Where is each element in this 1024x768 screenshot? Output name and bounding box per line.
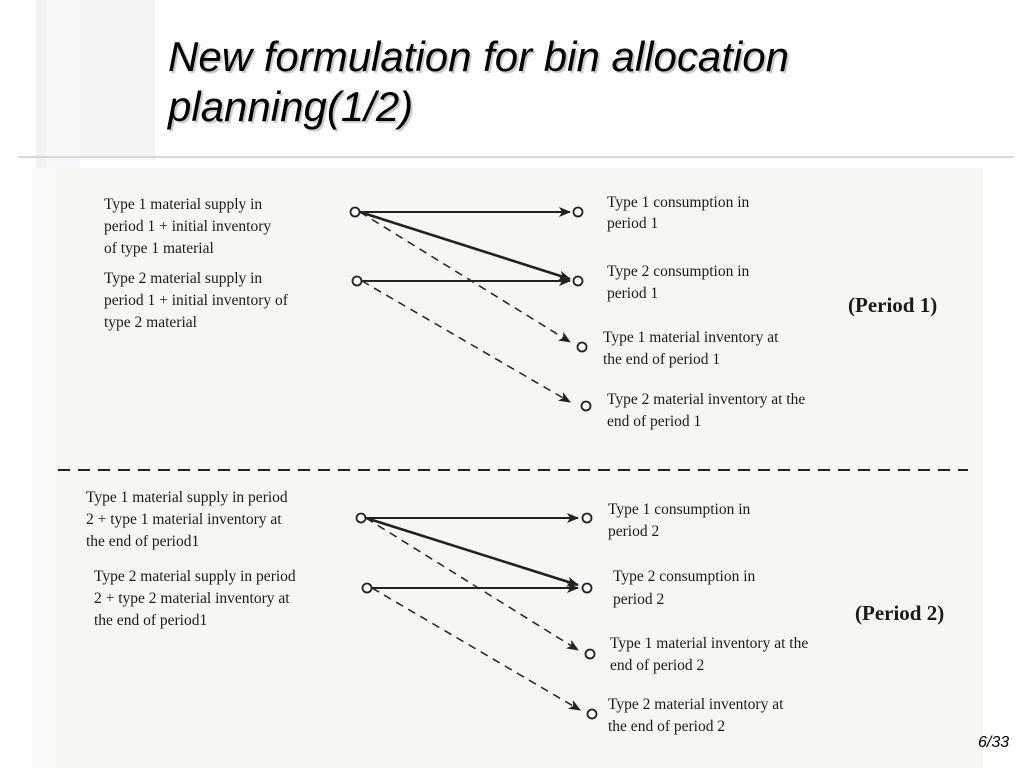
- title-divider: [18, 156, 1014, 158]
- p1-arrow-supply1-to-inventory1: [359, 211, 571, 343]
- p2-target-4-label: Type 2 material inventory at the end of …: [608, 696, 787, 735]
- period-1-section: Type 1 material supply in period 1 + ini…: [104, 194, 937, 430]
- p2-source-2-node: [361, 582, 373, 594]
- p2-arrow-supply2-to-inventory2: [371, 587, 581, 711]
- p2-target-4-node: [586, 708, 598, 720]
- p2-arrow-supply1-to-inventory1: [365, 517, 579, 651]
- slide-title-line-2: planning(1/2): [168, 83, 414, 130]
- p2-source-2-label: Type 2 material supply in period 2 + typ…: [94, 568, 300, 629]
- p1-arrow-supply1-to-consumption2: [359, 210, 571, 281]
- p2-target-1-node: [581, 512, 593, 524]
- scanned-figure-background: [56, 168, 983, 768]
- p1-target-4-label: Type 2 material inventory at the end of …: [607, 391, 809, 430]
- p1-source-2-node: [351, 275, 363, 287]
- p2-source-1-node: [355, 512, 367, 524]
- period-2-section: Type 1 material supply in period 2 + typ…: [86, 489, 944, 735]
- period-1-label: (Period 1): [848, 293, 937, 317]
- left-decor-block: [80, 0, 155, 160]
- p1-source-1-label: Type 1 material supply in period 1 + ini…: [104, 196, 275, 257]
- p2-target-2-label: Type 2 consumption in period 2: [613, 568, 759, 608]
- p1-target-3-node: [576, 341, 588, 353]
- p2-target-1-label: Type 1 consumption in period 2: [608, 501, 754, 540]
- p1-target-2-node: [572, 275, 584, 287]
- p2-source-1-label: Type 1 material supply in period 2 + typ…: [86, 489, 292, 550]
- p1-target-4-node: [580, 400, 592, 412]
- scan-edge: [32, 168, 56, 768]
- p1-target-3-label: Type 1 material inventory at the end of …: [603, 329, 782, 368]
- slide-title: New formulation for bin allocation plann…: [168, 32, 789, 132]
- p2-target-2-node: [581, 582, 593, 594]
- p1-source-1-node: [349, 206, 361, 218]
- p1-source-2-label: Type 2 material supply in period 1 + ini…: [104, 270, 292, 331]
- p1-target-1-label: Type 1 consumption in period 1: [607, 194, 753, 232]
- p1-target-2-label: Type 2 consumption in period 1: [607, 263, 753, 302]
- p1-arrow-supply2-to-inventory2: [361, 280, 571, 403]
- p2-target-3-node: [584, 648, 596, 660]
- slide-title-line-1: New formulation for bin allocation: [168, 33, 789, 80]
- p2-target-3-label: Type 1 material inventory at the end of …: [610, 635, 812, 674]
- period-2-label: (Period 2): [855, 601, 944, 625]
- p2-arrow-supply1-to-consumption2: [365, 516, 579, 587]
- p1-target-1-node: [572, 206, 584, 218]
- slide-page-number: 6/33: [978, 734, 1010, 751]
